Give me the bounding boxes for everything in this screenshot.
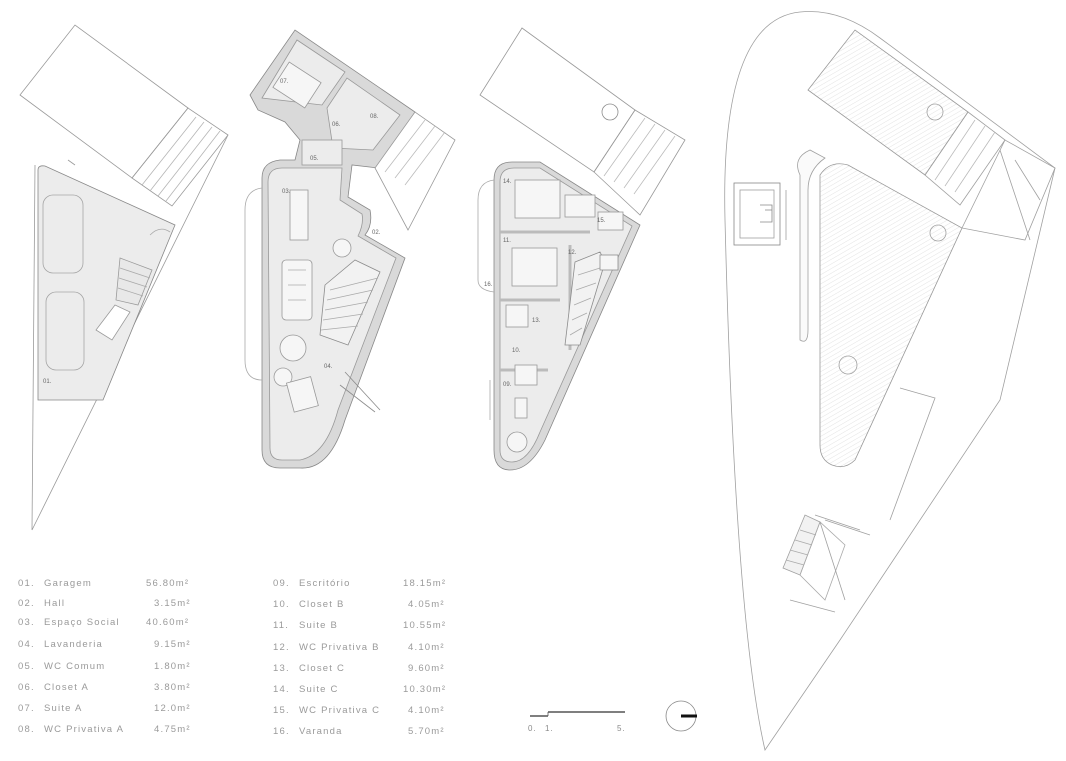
legend-room-name: Garagem — [44, 578, 93, 589]
legend-room-name: WC Privativa B — [299, 642, 380, 653]
svg-text:12.: 12. — [568, 250, 577, 256]
legend-number: 01. — [18, 578, 35, 589]
legend-area: 18.15m² — [403, 578, 447, 589]
legend-area: 3.15m² — [154, 598, 191, 609]
legend-room-name: Closet B — [299, 599, 345, 610]
svg-text:14.: 14. — [503, 179, 512, 185]
svg-text:15.: 15. — [597, 218, 606, 224]
legend-room-name: Escritório — [299, 578, 351, 589]
legend-area: 4.05m² — [408, 599, 445, 610]
legend-number: 07. — [18, 703, 35, 714]
legend-room-name: Suite B — [299, 620, 339, 631]
svg-text:02.: 02. — [372, 230, 381, 236]
svg-text:09.: 09. — [503, 382, 512, 388]
svg-text:11.: 11. — [503, 238, 511, 244]
legend-number: 03. — [18, 617, 35, 628]
legend-left: 01. Garagem 56.80m² 02. Hall 3.15m² 03. Espaç… — [18, 578, 193, 738]
scale-bar — [530, 711, 625, 717]
roof-plan — [724, 11, 1056, 751]
legend-number: 15. — [273, 705, 290, 716]
legend-number: 12. — [273, 642, 290, 653]
second-floor-plan: 14. 15. 11. 12. 13. 10. 16. 09. — [477, 27, 686, 471]
legend-area: 12.0m² — [154, 703, 191, 714]
legend-room-name: WC Privativa C — [299, 705, 381, 716]
legend-room-name: Closet A — [44, 682, 89, 693]
legend-number: 16. — [273, 726, 290, 737]
legend-area: 40.60m² — [146, 617, 190, 628]
north-arrow-icon — [665, 700, 697, 732]
legend-number: 14. — [273, 684, 290, 695]
legend-area: 10.55m² — [403, 620, 447, 631]
legend-area: 1.80m² — [154, 661, 191, 672]
legend-number: 13. — [273, 663, 290, 674]
legend-room-name: Lavanderia — [44, 639, 104, 650]
ground-floor-plan: 01. — [19, 24, 229, 531]
legend-area: 9.15m² — [154, 639, 191, 650]
legend-area: 56.80m² — [146, 578, 190, 589]
legend-area: 4.10m² — [408, 705, 445, 716]
legend-room-name: WC Comum — [44, 661, 106, 672]
legend-area: 9.60m² — [408, 663, 445, 674]
legend-room-name: Espaço Social — [44, 617, 120, 628]
scale-label-1: 1. — [545, 724, 554, 733]
svg-text:16.: 16. — [484, 282, 493, 288]
legend-number: 08. — [18, 724, 35, 735]
scale-label-0: 0. — [528, 724, 537, 733]
legend-area: 10.30m² — [403, 684, 447, 695]
svg-text:08.: 08. — [370, 114, 379, 120]
legend-number: 05. — [18, 661, 35, 672]
legend-room-name: Suite C — [299, 684, 339, 695]
svg-text:10.: 10. — [512, 348, 521, 354]
legend-room-name: WC Privativa A — [44, 724, 125, 735]
legend-room-name: Varanda — [299, 726, 343, 737]
legend-area: 3.80m² — [154, 682, 191, 693]
scale-label-5: 5. — [617, 724, 626, 733]
legend-area: 4.10m² — [408, 642, 445, 653]
legend-number: 11. — [273, 620, 290, 631]
legend-area: 4.75m² — [154, 724, 191, 735]
legend-number: 02. — [18, 598, 35, 609]
legend-room-name: Hall — [44, 598, 66, 609]
svg-text:01.: 01. — [43, 379, 52, 385]
legend-number: 06. — [18, 682, 35, 693]
svg-text:13.: 13. — [532, 318, 541, 324]
svg-text:05.: 05. — [310, 156, 319, 162]
svg-text:06.: 06. — [332, 122, 341, 128]
legend-number: 04. — [18, 639, 35, 650]
first-floor-plan: 07. 06. 08. 05. 03. 02. 04. — [244, 29, 456, 469]
svg-text:03.: 03. — [282, 189, 291, 195]
legend-right: 09. Escritório 18.15m² 10. Closet B 4.05m² 1… — [273, 578, 453, 738]
legend-room-name: Closet C — [299, 663, 346, 674]
legend-number: 09. — [273, 578, 290, 589]
svg-text:07.: 07. — [280, 79, 289, 85]
legend-room-name: Suite A — [44, 703, 83, 714]
legend-area: 5.70m² — [408, 726, 445, 737]
legend-number: 10. — [273, 599, 290, 610]
svg-text:04.: 04. — [324, 364, 333, 370]
